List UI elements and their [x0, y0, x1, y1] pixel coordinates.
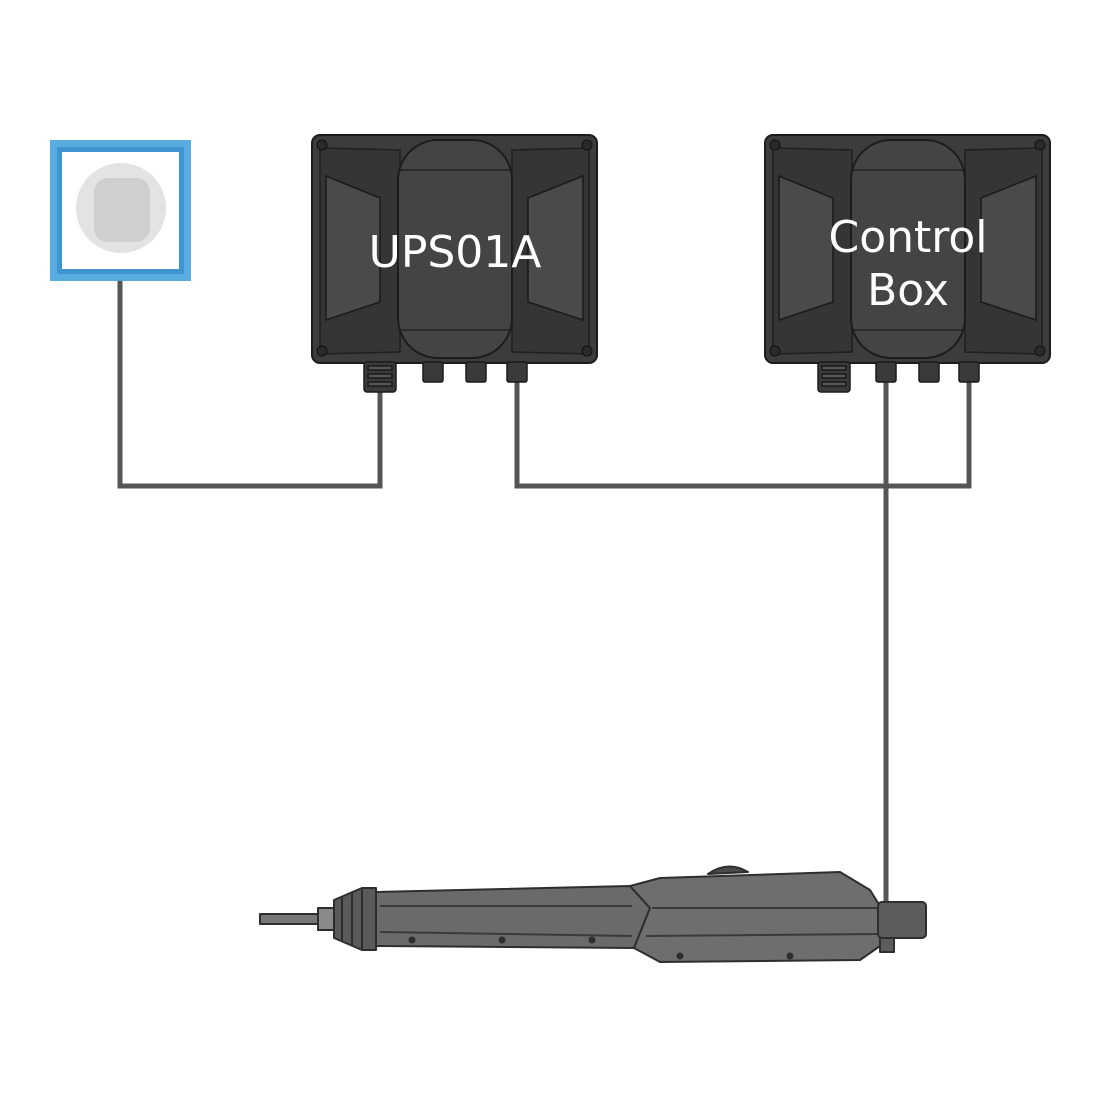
cables: [117, 248, 972, 905]
control-box-label-line1: Control: [828, 212, 987, 263]
ups-label: UPS01A: [369, 227, 542, 278]
electric-screwdriver-icon: [259, 865, 927, 963]
cable-ups-to-control-box: [514, 382, 972, 489]
ups-box: UPS01A: [311, 134, 598, 393]
control-box: Control Box: [764, 134, 1051, 393]
cable-outlet-to-ups: [117, 248, 383, 489]
power-outlet-icon: [50, 140, 191, 281]
control-box-label-line2: Box: [867, 265, 949, 316]
